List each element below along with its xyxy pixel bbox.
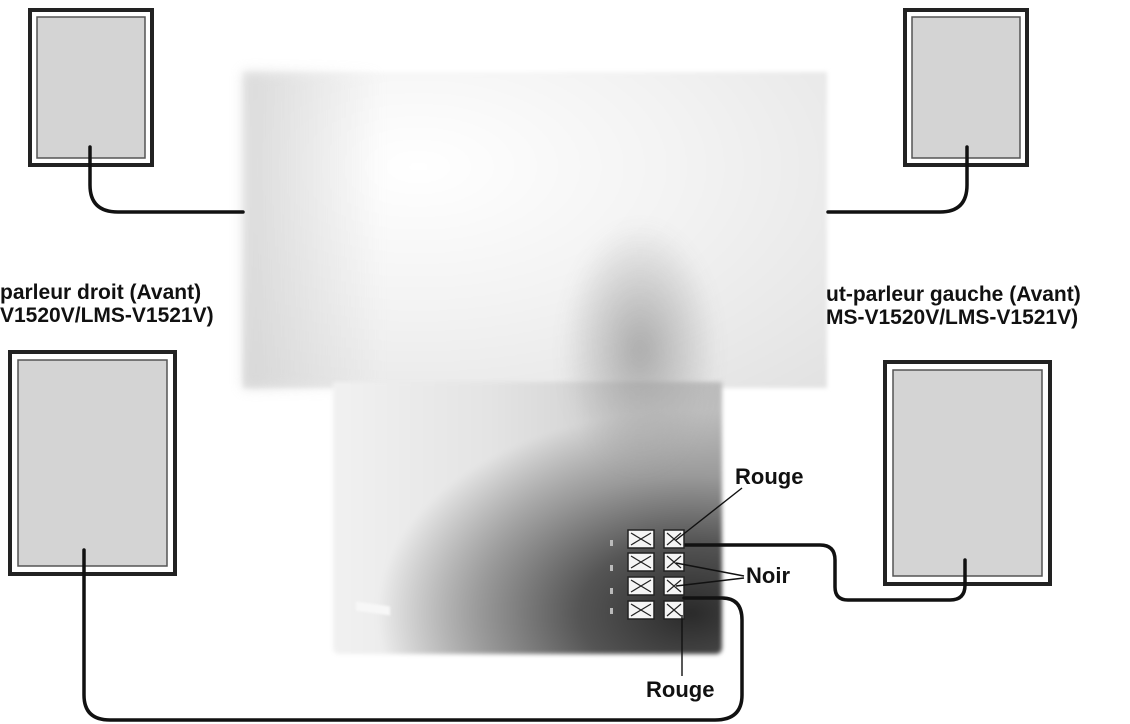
front-left-speaker-label-line1: ut-parleur gauche (Avant) (826, 283, 1081, 306)
speaker-front-right (8, 350, 177, 576)
cable-top-left (88, 145, 245, 214)
leader-noir-2 (675, 577, 745, 587)
cable-top-right (826, 145, 969, 214)
wire-label-red-bottom: Rouge (646, 677, 715, 702)
wire-label-red-top: Rouge (735, 464, 804, 489)
main-unit-shading (560, 220, 720, 480)
front-right-speaker-label-line1: parleur droit (Avant) (0, 281, 202, 304)
front-right-speaker-label: parleur droit (Avant) V1520V/LMS-V1521V) (0, 281, 214, 327)
front-left-speaker-label: ut-parleur gauche (Avant) MS-V1520V/LMS-… (826, 283, 1081, 329)
speaker-terminals (610, 529, 685, 620)
front-right-speaker-label-line2: V1520V/LMS-V1521V) (0, 304, 214, 327)
speaker-top-left (28, 8, 154, 167)
leader-rouge-top (675, 487, 743, 541)
main-unit-shading (243, 72, 383, 388)
cable-front-left (682, 543, 967, 602)
front-left-speaker-label-line2: MS-V1520V/LMS-V1521V) (826, 306, 1079, 329)
cable-front-right (82, 548, 744, 722)
speaker-front-left (883, 360, 1052, 586)
speaker-top-right (903, 8, 1029, 167)
leader-noir-1 (675, 562, 745, 577)
wire-label-black: Noir (746, 563, 790, 588)
